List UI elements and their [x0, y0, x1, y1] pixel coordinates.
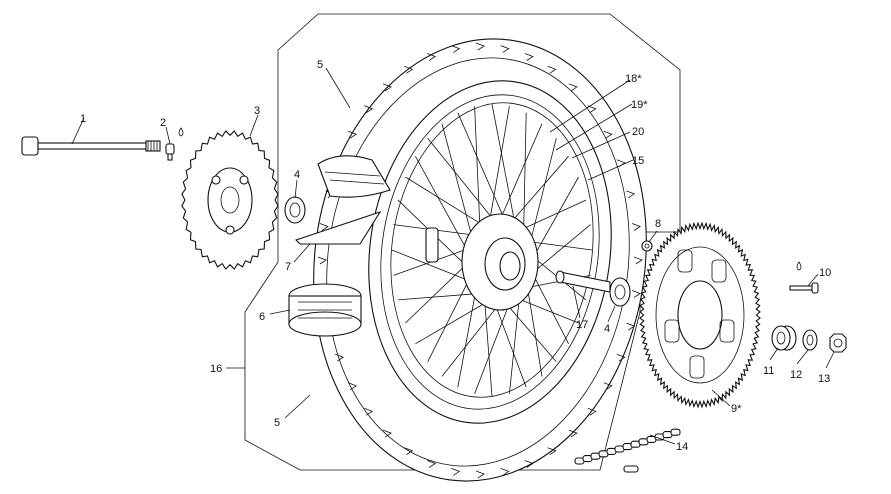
callout-disc-screw: 2: [160, 117, 166, 129]
leader-lines: [71, 67, 835, 445]
callout-sprocket-screw: 10: [819, 267, 831, 279]
callout-tube: 6: [259, 311, 265, 323]
callout-tyre-top: 5: [317, 59, 323, 71]
inner-spacer: [555, 270, 611, 293]
tube-top: [317, 155, 391, 198]
axle: [21, 136, 161, 156]
callout-spoke-18: 18*: [625, 73, 642, 85]
callout-brake-disc: 3: [254, 105, 260, 117]
grease-drop-icon: [178, 127, 184, 137]
bearing-right: [609, 277, 631, 307]
callout-wheel-assembly: 16: [210, 363, 222, 375]
callout-tyre-bottom: 5: [274, 417, 280, 429]
grease-drop-icon: [796, 261, 802, 271]
assembly-boundary: [244, 13, 681, 471]
spacer: [771, 325, 797, 351]
callout-rim-band: 7: [285, 261, 291, 273]
callout-bearing-left: 4: [294, 169, 300, 181]
sprocket: [639, 221, 761, 409]
callout-bearing-right: 4: [604, 323, 610, 335]
callout-axle: 1: [80, 113, 86, 125]
callout-rim: 15: [632, 155, 644, 167]
disc-screw: [165, 127, 184, 161]
callout-spoke-19: 19*: [631, 99, 648, 111]
callout-spacer: 11: [763, 365, 774, 377]
bearing-left: [284, 196, 306, 224]
sprocket-nut-small: [641, 240, 653, 252]
hub: [425, 213, 539, 311]
tube: [288, 283, 362, 337]
rim-band: [294, 210, 382, 245]
callout-inner-spacer: 17: [576, 319, 588, 331]
nut: [829, 333, 847, 353]
callout-sprocket: 9*: [731, 403, 742, 415]
sprocket-screw: [789, 261, 819, 294]
callout-nipple: 20: [632, 126, 644, 138]
callout-nut: 13: [818, 373, 830, 385]
washer: [802, 329, 818, 351]
callout-washer: 12: [790, 369, 802, 381]
chain: [574, 428, 681, 473]
brake-disc: [181, 130, 279, 270]
callout-chain: 14: [676, 441, 688, 453]
callout-sprocket-nut-small: 8: [655, 218, 661, 230]
